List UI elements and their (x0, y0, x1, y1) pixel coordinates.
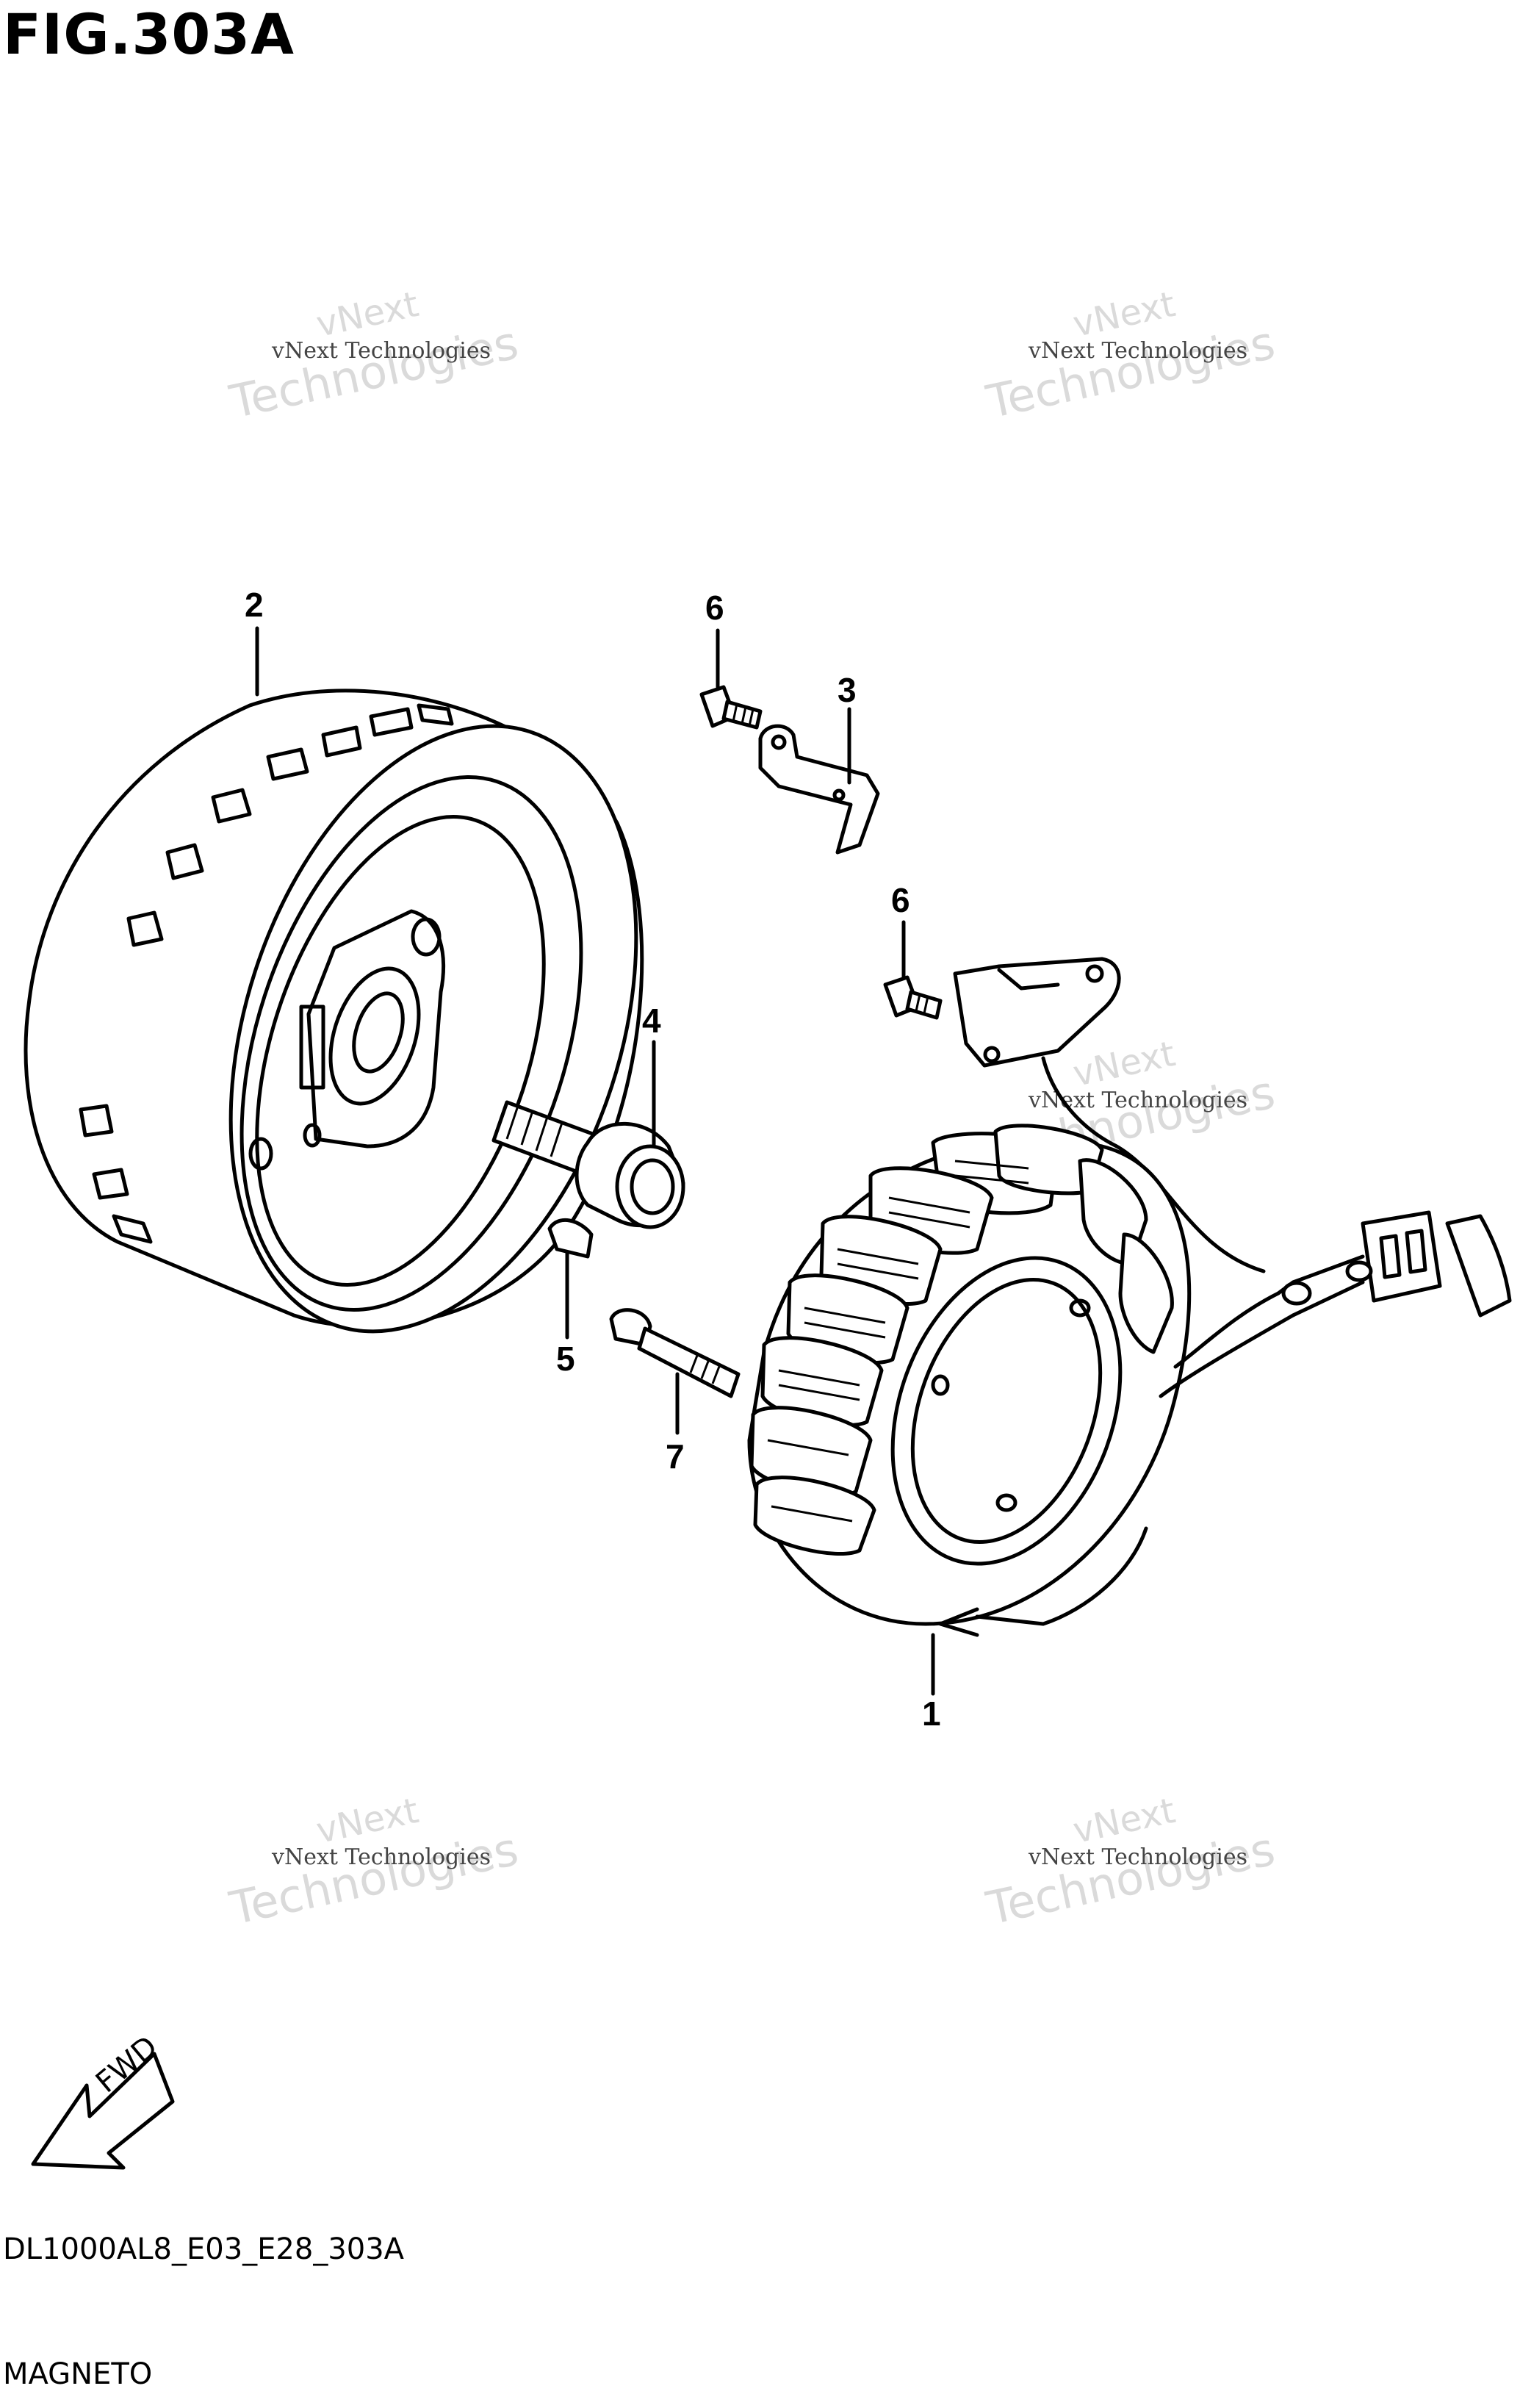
part-label-5: 5 (556, 1340, 575, 1378)
part-label-6-top: 6 (705, 589, 724, 627)
rotor-rim-slots (79, 703, 454, 1244)
model-code: DL1000AL8_E03_E28_303A (3, 2232, 405, 2266)
part-label-6-lower: 6 (891, 881, 910, 919)
part-label-7: 7 (666, 1437, 685, 1476)
section-name: MAGNETO (3, 2357, 153, 2391)
figure-title: FIG.303A (3, 1, 295, 67)
part-label-2: 2 (245, 586, 264, 624)
part-6-screw-lower (883, 975, 943, 1020)
pickup-sensor (953, 957, 1266, 1273)
part-2-rotor (24, 689, 644, 1334)
leader-lines (255, 626, 935, 1696)
part-3-bracket (758, 724, 880, 855)
part-6-screw-top (699, 685, 763, 730)
stator-connector (1276, 1210, 1512, 1318)
part-5-key (547, 1218, 594, 1259)
part-label-3: 3 (838, 671, 857, 709)
stator-coil-poles (749, 1124, 1174, 1556)
part-1-stator (747, 1124, 1295, 1637)
part-label-1: 1 (922, 1694, 941, 1733)
part-4-rotor-bolt (491, 1100, 685, 1229)
fwd-arrow-icon (31, 2052, 175, 2170)
part-label-4: 4 (642, 1002, 661, 1040)
part-7-stator-screw (609, 1308, 741, 1398)
